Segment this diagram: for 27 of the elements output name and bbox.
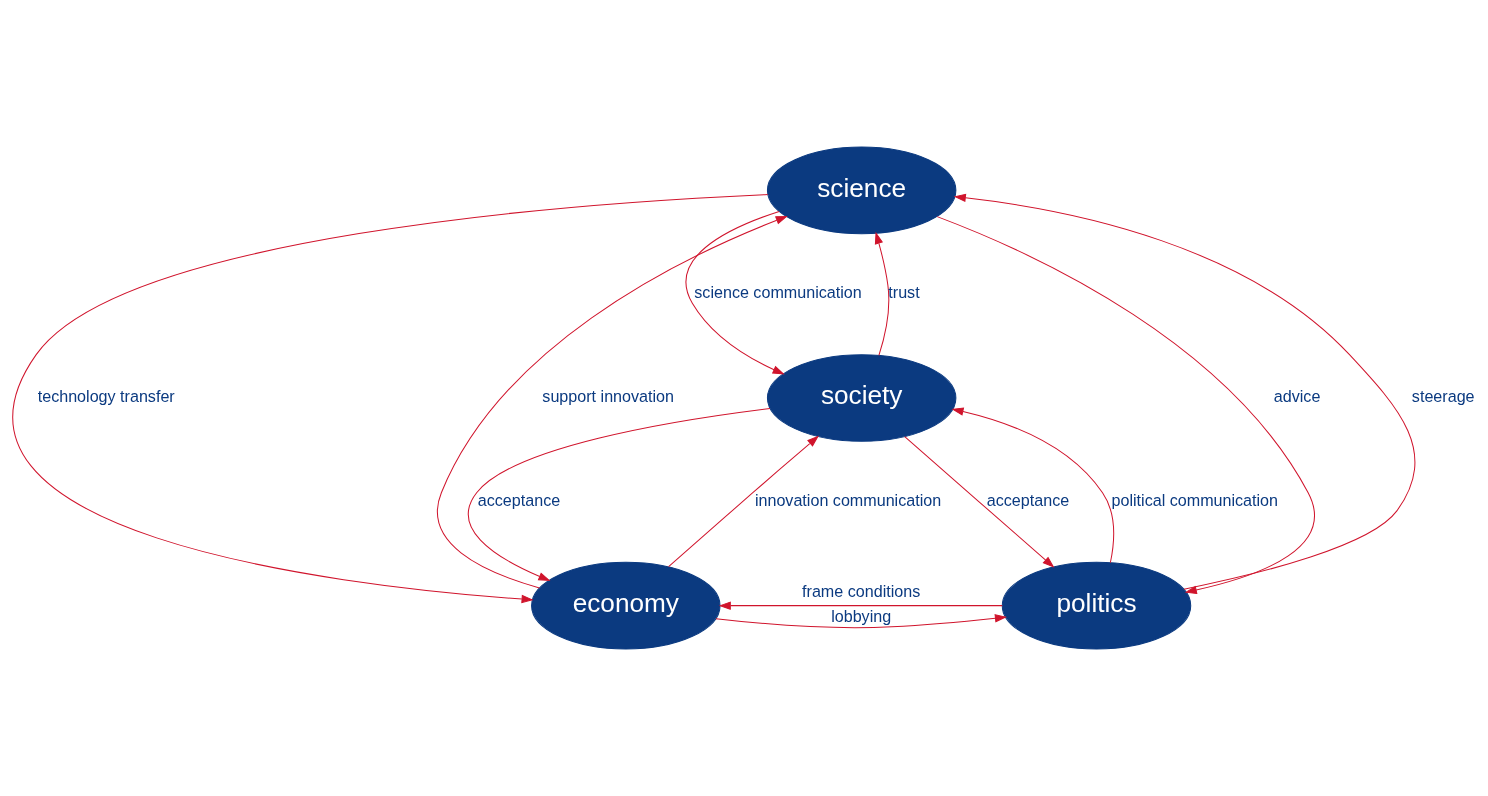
arrow (951, 407, 1115, 564)
arrow (936, 216, 1315, 595)
arrow (953, 193, 1416, 590)
arrow (685, 210, 785, 375)
edge-label: steerage (1411, 386, 1475, 405)
edge-label: frame conditions (802, 582, 921, 601)
arrow (874, 231, 890, 356)
edge-label: political communication (1111, 490, 1279, 509)
arrow (715, 614, 1008, 629)
edge-label: lobbying (831, 606, 892, 625)
arrow (718, 601, 1003, 610)
node-ellipse: economy (531, 561, 721, 650)
arrow (904, 436, 1055, 568)
arrow (668, 435, 819, 568)
edge-label: acceptance (986, 490, 1070, 509)
edge-label: advice (1273, 386, 1321, 405)
edge-label: acceptance (477, 490, 561, 509)
arrow (467, 407, 771, 581)
edge-label: science communication (694, 283, 862, 302)
node-ellipse: society (766, 354, 957, 442)
node-ellipse: politics (1001, 561, 1192, 650)
edge-label: technology transfer (37, 386, 175, 405)
arrow (14, 194, 769, 604)
arrow (437, 215, 788, 589)
edge-label: support innovation (542, 386, 674, 405)
node-ellipse: science (766, 146, 957, 235)
edge-label: innovation communication (754, 490, 942, 509)
